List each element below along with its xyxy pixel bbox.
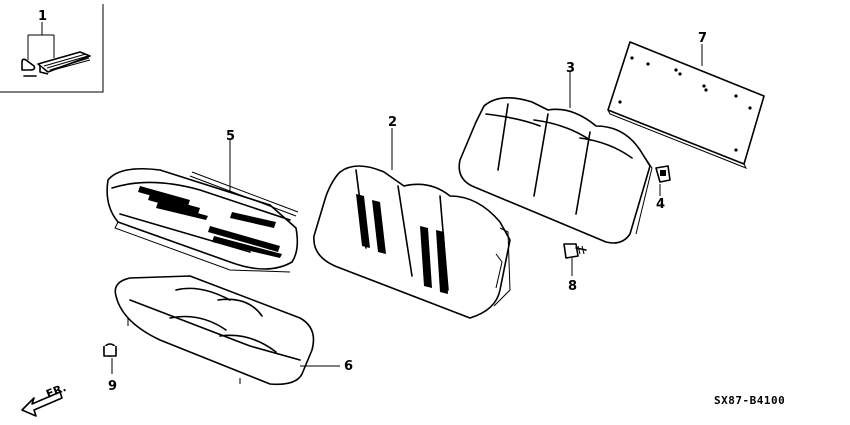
- callout-8: 8: [568, 279, 577, 294]
- part-7-panel: [607, 41, 765, 169]
- callout-3: 3: [566, 61, 575, 76]
- part-5-seat-cushion-cover: [106, 140, 299, 273]
- callout-4: 4: [656, 197, 665, 212]
- part-9-grommet: [103, 343, 117, 374]
- part-3-seat-back: [458, 72, 653, 244]
- callout-5: 5: [226, 129, 235, 144]
- part-1-clips: [21, 22, 91, 77]
- part-8-bolt: [563, 243, 587, 276]
- callout-6: 6: [344, 359, 353, 374]
- callout-1: 1: [38, 9, 47, 24]
- inset-frame: [0, 4, 104, 93]
- part-4-clip: [655, 165, 671, 196]
- part-6-seat-cushion: [114, 275, 340, 386]
- diagram-code: SX87-B4100: [714, 394, 785, 407]
- part-2-seat-back-cover: [313, 128, 511, 319]
- callout-2: 2: [388, 115, 397, 130]
- callout-9: 9: [108, 379, 117, 394]
- front-direction-label: FR.: [44, 381, 68, 401]
- callout-7: 7: [698, 31, 707, 46]
- front-direction-arrow: [21, 391, 63, 417]
